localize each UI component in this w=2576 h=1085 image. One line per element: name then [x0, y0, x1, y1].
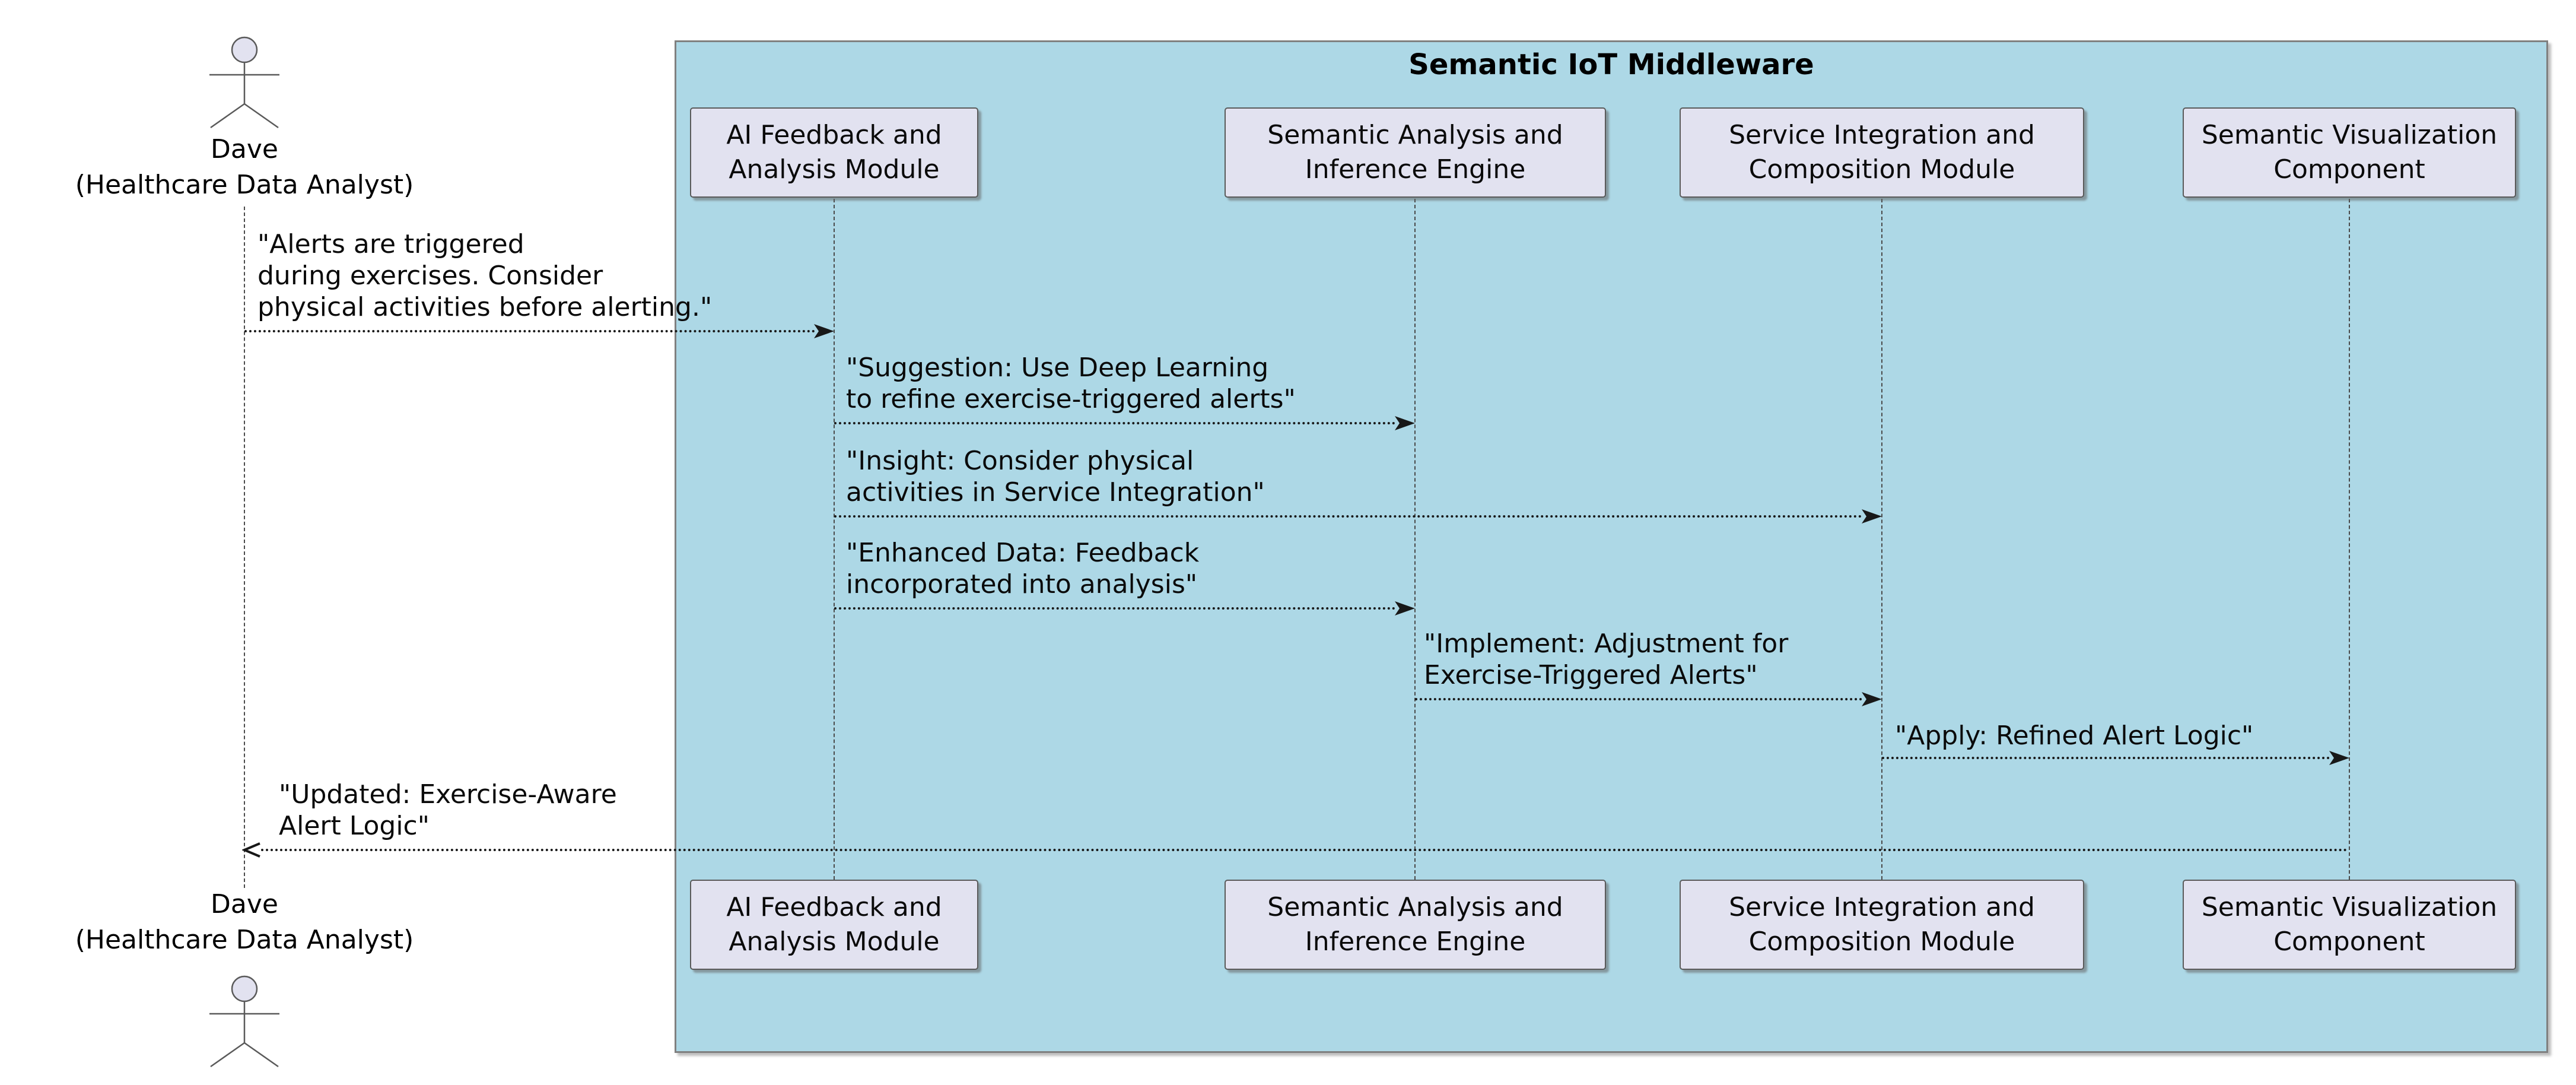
message-1-text: "Alerts are triggered during exercises. … [257, 229, 712, 323]
actor-dave-name-top: Dave [211, 134, 278, 164]
participant-box-semantic-analysis-bottom: Semantic Analysis and Inference Engine [1225, 880, 1606, 970]
message-3-text: "Insight: Consider physical activities i… [846, 445, 1265, 508]
actor-dave-figure-bottom [209, 975, 279, 1068]
message-2-arrow-line [834, 422, 1395, 424]
message-line-text: physical activities before alerting." [257, 292, 713, 322]
message-line-text: to refine exercise-triggered alerts" [846, 384, 1296, 414]
message-6-text: "Apply: Refined Alert Logic" [1895, 720, 2253, 751]
participant-label: Service Integration and [1729, 892, 2035, 922]
participant-box-ai-feedback-top: AI Feedback and Analysis Module [690, 107, 978, 198]
participant-box-semantic-analysis-top: Semantic Analysis and Inference Engine [1225, 107, 1606, 198]
message-7-text: "Updated: Exercise-Aware Alert Logic" [279, 779, 617, 842]
message-line-text: Exercise-Triggered Alerts" [1424, 660, 1758, 690]
arrowhead-right-icon [2329, 751, 2349, 765]
message-line-text: "Apply: Refined Alert Logic" [1895, 721, 2254, 751]
message-3-arrow-line [834, 515, 1862, 518]
participant-label: Analysis Module [729, 927, 940, 957]
lifeline-service-integration [1881, 199, 1882, 880]
message-line-text: "Updated: Exercise-Aware [279, 779, 617, 810]
arrowhead-right-icon [1862, 509, 1882, 524]
participant-label: Composition Module [1748, 154, 2015, 185]
arrowhead-right-icon [1395, 601, 1415, 616]
participant-label: Semantic Visualization [2201, 120, 2498, 150]
arrowhead-right-icon [1395, 416, 1415, 430]
participant-box-semantic-visualization-top: Semantic Visualization Component [2183, 107, 2516, 198]
message-line-text: incorporated into analysis" [846, 569, 1198, 599]
message-line-text: "Insight: Consider physical [846, 446, 1194, 476]
participant-box-ai-feedback-bottom: AI Feedback and Analysis Module [690, 880, 978, 970]
message-5-text: "Implement: Adjustment for Exercise-Trig… [1424, 628, 1788, 691]
message-4-text: "Enhanced Data: Feedback incorporated in… [846, 537, 1199, 600]
participant-box-semantic-visualization-bottom: Semantic Visualization Component [2183, 880, 2516, 970]
lifeline-ai-feedback [834, 199, 835, 880]
message-line-text: during exercises. Consider [257, 261, 603, 291]
actor-dave-role-top: (Healthcare Data Analyst) [75, 170, 414, 200]
actor-dave-figure-top [209, 36, 279, 129]
message-4-arrow-line [834, 607, 1395, 610]
actor-dave-role-bottom: (Healthcare Data Analyst) [75, 925, 414, 955]
participant-label: Inference Engine [1305, 927, 1526, 957]
message-line-text: "Suggestion: Use Deep Learning [846, 353, 1269, 383]
middleware-frame: Semantic IoT Middleware [675, 40, 2548, 1053]
participant-label: Inference Engine [1305, 154, 1526, 185]
message-5-arrow-line [1415, 698, 1862, 700]
participant-label: Composition Module [1748, 927, 2015, 957]
participant-label: Service Integration and [1729, 120, 2035, 150]
message-1-arrow-line [244, 330, 815, 332]
message-line-text: "Implement: Adjustment for [1424, 629, 1789, 659]
arrowhead-right-icon [1862, 692, 1882, 706]
participant-box-service-integration-bottom: Service Integration and Composition Modu… [1680, 880, 2084, 970]
frame-title: Semantic IoT Middleware [1408, 48, 1814, 81]
participant-box-service-integration-top: Service Integration and Composition Modu… [1680, 107, 2084, 198]
message-6-arrow-line [1882, 757, 2330, 759]
lifeline-semantic-analysis [1414, 199, 1416, 880]
message-line-text: activities in Service Integration" [846, 477, 1265, 507]
participant-label: AI Feedback and [726, 120, 942, 150]
participant-label: AI Feedback and [726, 892, 942, 922]
message-line-text: "Alerts are triggered [257, 229, 524, 259]
participant-label: Semantic Analysis and [1267, 892, 1563, 922]
lifeline-semantic-visualization [2349, 199, 2350, 880]
participant-label: Semantic Visualization [2201, 892, 2498, 922]
arrowhead-left-open-icon [242, 842, 260, 858]
message-7-arrow-line [261, 849, 2349, 851]
participant-label: Analysis Module [729, 154, 940, 185]
participant-label: Semantic Analysis and [1267, 120, 1563, 150]
message-line-text: Alert Logic" [279, 811, 430, 841]
message-line-text: "Enhanced Data: Feedback [846, 538, 1200, 568]
participant-label: Component [2273, 927, 2425, 957]
message-2-text: "Suggestion: Use Deep Learning to refine… [846, 352, 1296, 415]
participant-label: Component [2273, 154, 2425, 185]
arrowhead-right-icon [814, 324, 834, 338]
actor-dave-name-bottom: Dave [211, 889, 278, 919]
lifeline-dave [244, 207, 245, 888]
